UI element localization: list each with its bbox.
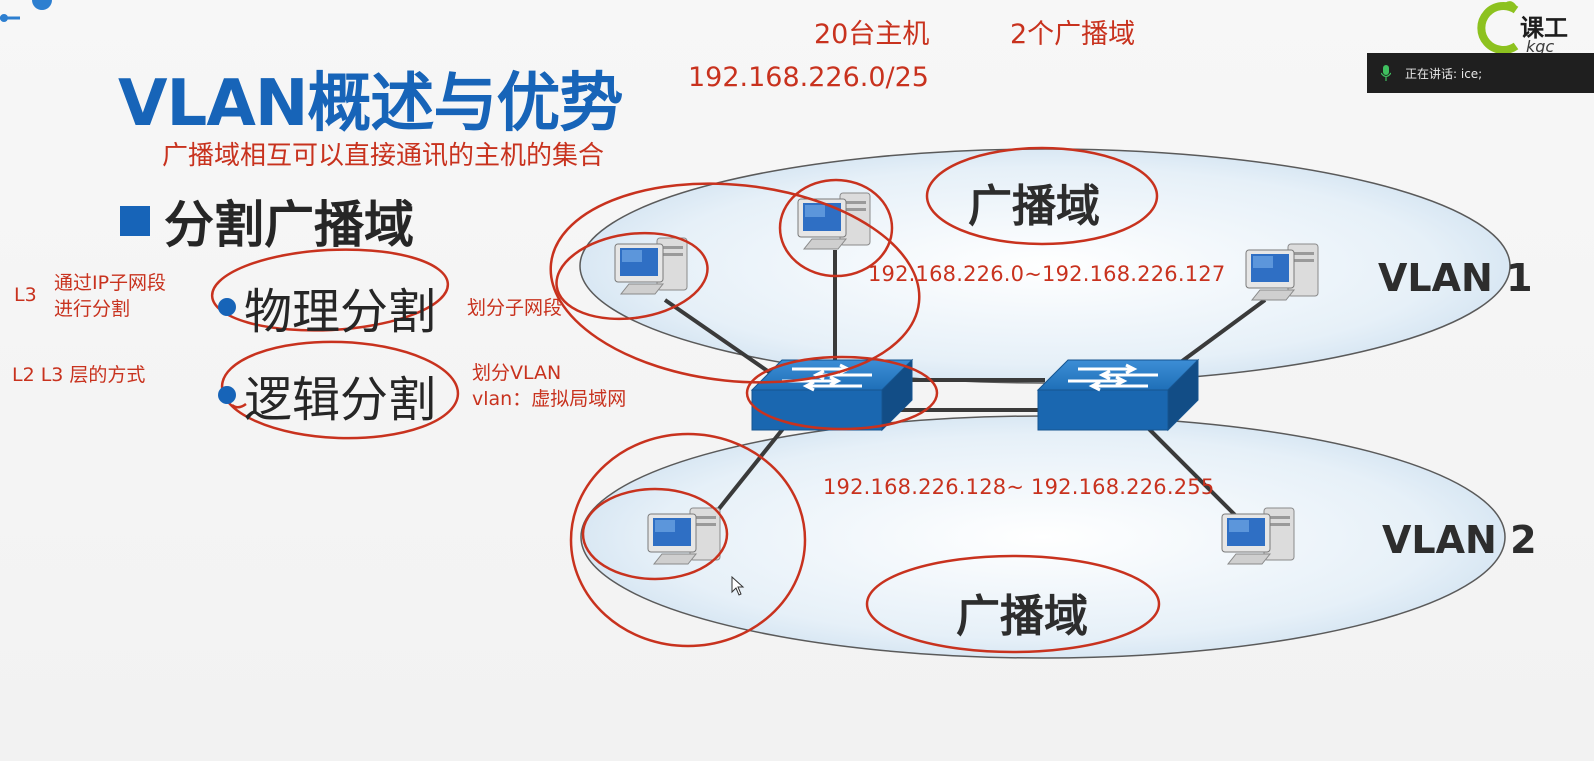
- speaking-text: 正在讲话: ice;: [1405, 66, 1483, 81]
- window-control-icon[interactable]: [0, 0, 60, 30]
- annotation-marks: [210, 146, 1161, 654]
- l2l3-note: L2 L3 层的方式: [12, 364, 146, 386]
- vlan1-range: 192.168.226.0~192.168.226.127: [868, 262, 1226, 286]
- physical-side-note: 划分子网段: [467, 297, 563, 319]
- microphone-icon: [1381, 65, 1391, 81]
- section-heading-text: 分割广播域: [164, 196, 414, 254]
- bullet-physical-label: 物理分割: [244, 284, 437, 340]
- square-bullet-icon: [120, 206, 150, 236]
- logical-side-note-line2: vlan：虚拟局域网: [472, 388, 627, 410]
- l3-tag: L3: [14, 284, 37, 306]
- section-heading: 分割广播域: [120, 185, 414, 257]
- l3-note-line1: 通过IP子网段: [54, 272, 167, 294]
- hosts-note: 20台主机: [814, 19, 930, 50]
- slide-title: VLAN概述与优势: [118, 67, 623, 141]
- bullet-logical: 逻辑分割: [218, 360, 436, 430]
- speaking-indicator: 正在讲话: ice;: [1367, 53, 1594, 93]
- vlan2-range: 192.168.226.128~ 192.168.226.255: [823, 475, 1215, 499]
- logo-sub: kgc: [1526, 37, 1554, 56]
- kgc-logo: 课工 kgc: [1477, 1, 1568, 56]
- vlan1-broadcast-label: 广播域: [968, 181, 1100, 232]
- bullet-physical: 物理分割: [218, 272, 436, 342]
- switch-right-icon: [1036, 358, 1200, 432]
- bullet-dot-icon: [218, 386, 236, 404]
- mouse-cursor-icon: [731, 576, 745, 596]
- l3-note: 通过IP子网段 进行分割: [54, 270, 166, 322]
- vlan2-label: VLAN 2: [1382, 518, 1537, 562]
- domains-note: 2个广播域: [1010, 19, 1136, 50]
- logical-side-note: 划分VLAN vlan：虚拟局域网: [472, 360, 626, 412]
- l3-note-line2: 进行分割: [54, 298, 131, 320]
- logo-text: 课工: [1520, 14, 1568, 42]
- vlan2-broadcast-label: 广播域: [956, 591, 1088, 642]
- vlan1-label: VLAN 1: [1378, 256, 1533, 300]
- bullet-logical-label: 逻辑分割: [244, 372, 437, 428]
- broadcast-domain-definition: 广播域相互可以直接通讯的主机的集合: [162, 141, 605, 171]
- logical-side-note-line1: 划分VLAN: [472, 362, 562, 384]
- bullet-dot-icon: [218, 298, 236, 316]
- network-note: 192.168.226.0/25: [688, 62, 929, 93]
